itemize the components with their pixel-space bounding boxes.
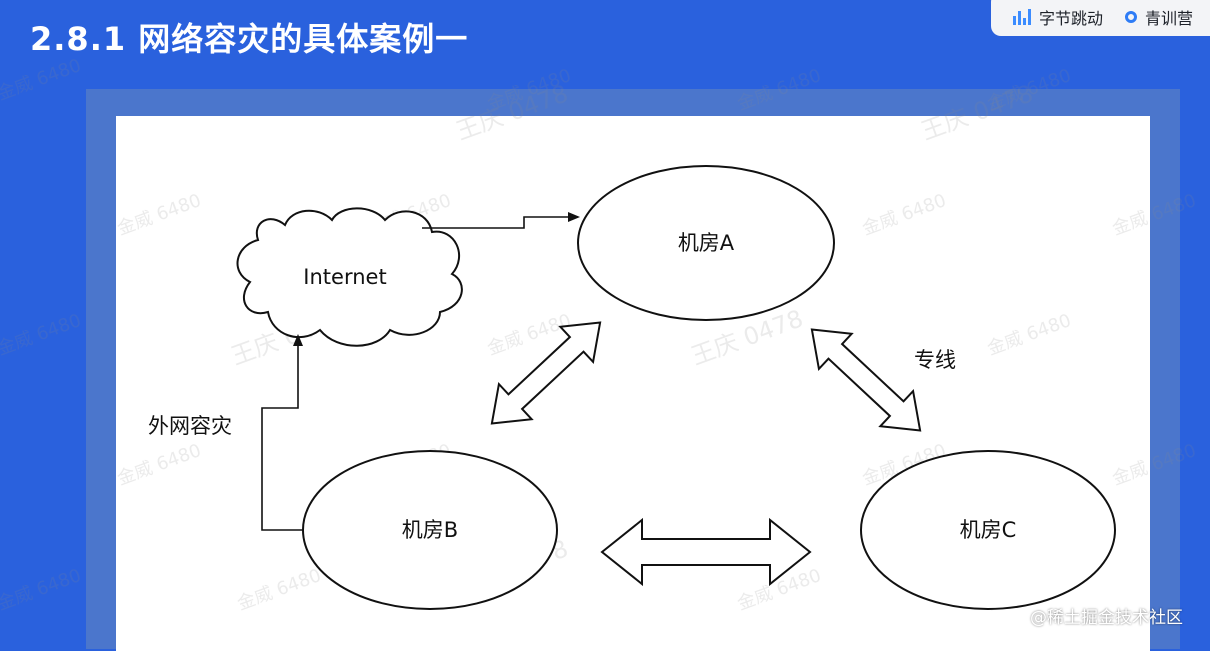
room-c-node <box>860 450 1116 610</box>
watermark: 金威 6480 <box>115 190 204 240</box>
link-room-a-room-b-arrow <box>490 321 602 425</box>
room-a-label: 机房A <box>678 231 735 255</box>
link-room-b-room-c-arrow <box>600 517 812 587</box>
internet-label: Internet <box>303 265 386 289</box>
brand-company: 字节跳动 <box>1039 9 1104 28</box>
dedicated-line-label: 专线 <box>914 348 956 372</box>
watermark: 金威 6480 <box>0 55 84 105</box>
footer-credit: @稀土掘金技术社区 <box>1030 608 1183 628</box>
room-c-label: 机房C <box>960 518 1017 542</box>
slide-title: 2.8.1 网络容灾的具体案例一 <box>30 20 469 58</box>
bytedance-logo-icon <box>1013 9 1031 25</box>
room-b-label: 机房B <box>402 518 458 542</box>
watermark: 金威 6480 <box>0 310 84 360</box>
room-a-node <box>577 165 835 321</box>
watermark: 金威 6480 <box>235 565 324 615</box>
watermark: 王庆 0478 <box>917 79 1036 145</box>
watermark: 金威 6480 <box>0 565 84 615</box>
youthcamp-logo-icon <box>1125 11 1138 23</box>
watermark: 金威 6480 <box>1110 440 1199 490</box>
external-dr-connector <box>261 334 304 531</box>
external-dr-label: 外网容灾 <box>148 414 232 438</box>
brand-program: 青训营 <box>1145 9 1194 28</box>
link-room-a-room-c-arrow <box>810 328 922 432</box>
brand-badge: 字节跳动 青训营 <box>991 0 1210 36</box>
watermark: 金威 6480 <box>1110 190 1199 240</box>
watermark: 金威 6480 <box>985 310 1074 360</box>
internet-to-room-a-connector <box>422 212 580 229</box>
watermark: 金威 6480 <box>115 440 204 490</box>
watermark: 金威 6480 <box>860 190 949 240</box>
internet-cloud <box>236 207 463 347</box>
watermark: 金威 6480 <box>735 65 824 115</box>
